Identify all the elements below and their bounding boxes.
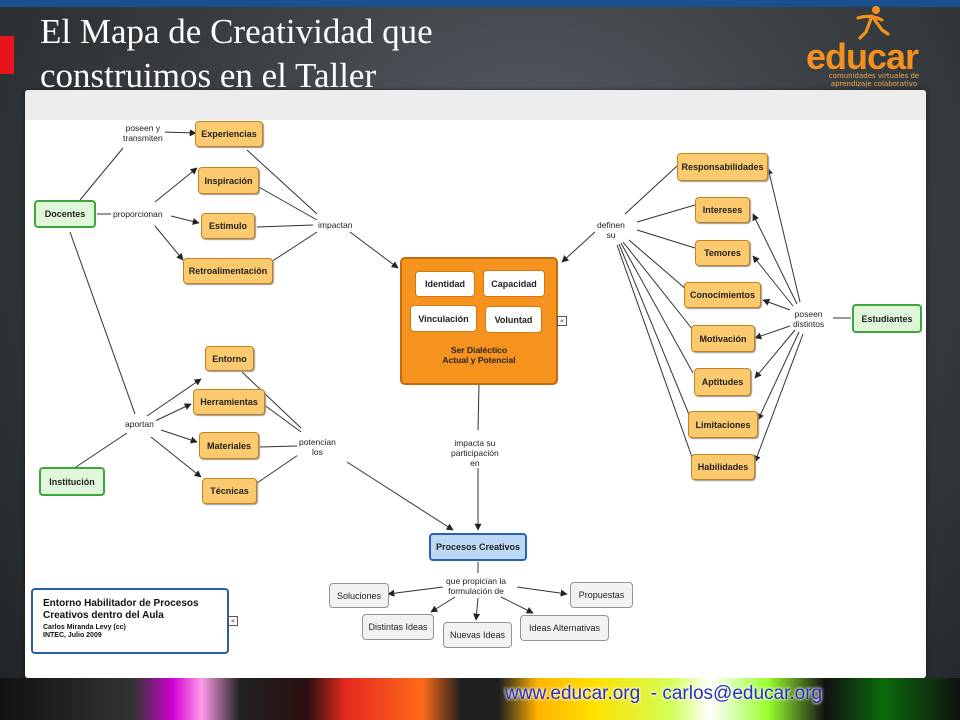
node-materiales[interactable]: Materiales <box>199 432 259 459</box>
link-definen-su: definen su <box>595 220 627 240</box>
node-soluciones[interactable]: Soluciones <box>329 583 389 608</box>
bottom-decorative-band <box>0 678 960 720</box>
slide-title-line-1: El Mapa de Creatividad que <box>40 12 433 51</box>
node-tecnicas[interactable]: Técnicas <box>202 478 257 504</box>
node-temores[interactable]: Temores <box>695 240 750 266</box>
node-ser-dialectico[interactable]: Identidad Capacidad Vinculación Voluntad… <box>400 257 558 385</box>
top-accent-bar <box>0 0 960 7</box>
link-impactan: impactan <box>316 220 355 230</box>
legend-title: Entorno Habilitador de Procesos Creativo… <box>43 598 199 621</box>
node-procesos-creativos[interactable]: Procesos Creativos <box>429 533 527 561</box>
logo-wordmark: educar <box>806 36 919 77</box>
node-retroalimentacion[interactable]: Retroalimentación <box>183 258 273 284</box>
node-conocimientos[interactable]: Conocimientos <box>684 282 761 308</box>
educar-logo: educar comunidades virtuales de aprendiz… <box>806 4 936 88</box>
node-nuevas-ideas[interactable]: Nuevas Ideas <box>443 622 512 648</box>
expand-icon[interactable]: « <box>557 316 567 326</box>
link-potencian-los: potencian los <box>297 437 338 457</box>
concept-map-panel: Docentes poseen y transmiten proporciona… <box>25 90 926 678</box>
node-limitaciones[interactable]: Limitaciones <box>688 411 758 438</box>
footer-contact[interactable]: www.educar.org - carlos@educar.org <box>505 683 823 704</box>
map-legend-box: Entorno Habilitador de Procesos Creativo… <box>31 588 229 654</box>
slide-title: El Mapa de Creatividad que construimos e… <box>40 10 600 98</box>
node-experiencias[interactable]: Experiencias <box>195 121 263 147</box>
link-poseen-transmiten: poseen y transmiten <box>121 123 165 143</box>
ser-dialectico-label: Ser Dialéctico Actual y Potencial <box>442 345 516 365</box>
node-responsabilidades[interactable]: Responsabilidades <box>677 153 768 181</box>
node-intereses[interactable]: Intereses <box>695 197 750 223</box>
node-distintas-ideas[interactable]: Distintas Ideas <box>362 614 434 640</box>
node-aptitudes[interactable]: Aptitudes <box>694 368 751 396</box>
node-estudiantes[interactable]: Estudiantes <box>852 304 922 333</box>
person-figure-icon <box>856 6 890 40</box>
node-capacidad[interactable]: Capacidad <box>483 270 545 297</box>
node-voluntad[interactable]: Voluntad <box>485 306 542 333</box>
panel-header-strip <box>25 90 926 120</box>
link-proporcionan: proporcionan <box>111 209 165 219</box>
legend-place-date: INTEC, Julio 2009 <box>43 632 102 639</box>
node-habilidades[interactable]: Habilidades <box>691 454 755 480</box>
link-aportan: aportan <box>123 419 156 429</box>
legend-author: Carlos Miranda Levy (cc) <box>43 624 126 631</box>
connection-lines <box>69 129 851 621</box>
node-ideas-alternativas[interactable]: Ideas Alternativas <box>520 615 609 641</box>
node-motivacion[interactable]: Motivación <box>691 325 755 352</box>
slide-title-line-2: construimos en el Taller <box>40 56 377 95</box>
legend-expand-icon[interactable]: « <box>228 616 238 626</box>
node-entorno[interactable]: Entorno <box>205 346 254 371</box>
red-accent-mark <box>0 36 14 74</box>
link-poseen-distintos: poseen distintos <box>791 309 827 329</box>
link-impacta-participacion: impacta su participación en <box>449 438 501 468</box>
node-vinculacion[interactable]: Vinculación <box>410 305 477 332</box>
node-identidad[interactable]: Identidad <box>415 271 475 297</box>
link-propician-formulacion: que propician la formulación de <box>444 576 509 596</box>
node-institucion[interactable]: Institución <box>39 467 105 496</box>
node-inspiracion[interactable]: Inspiración <box>198 167 259 194</box>
node-estimulo[interactable]: Estímulo <box>201 213 255 239</box>
node-propuestas[interactable]: Propuestas <box>570 582 633 608</box>
node-docentes[interactable]: Docentes <box>34 200 96 228</box>
logo-tagline: comunidades virtuales de aprendizaje col… <box>828 72 920 88</box>
node-herramientas[interactable]: Herramientas <box>193 389 265 415</box>
